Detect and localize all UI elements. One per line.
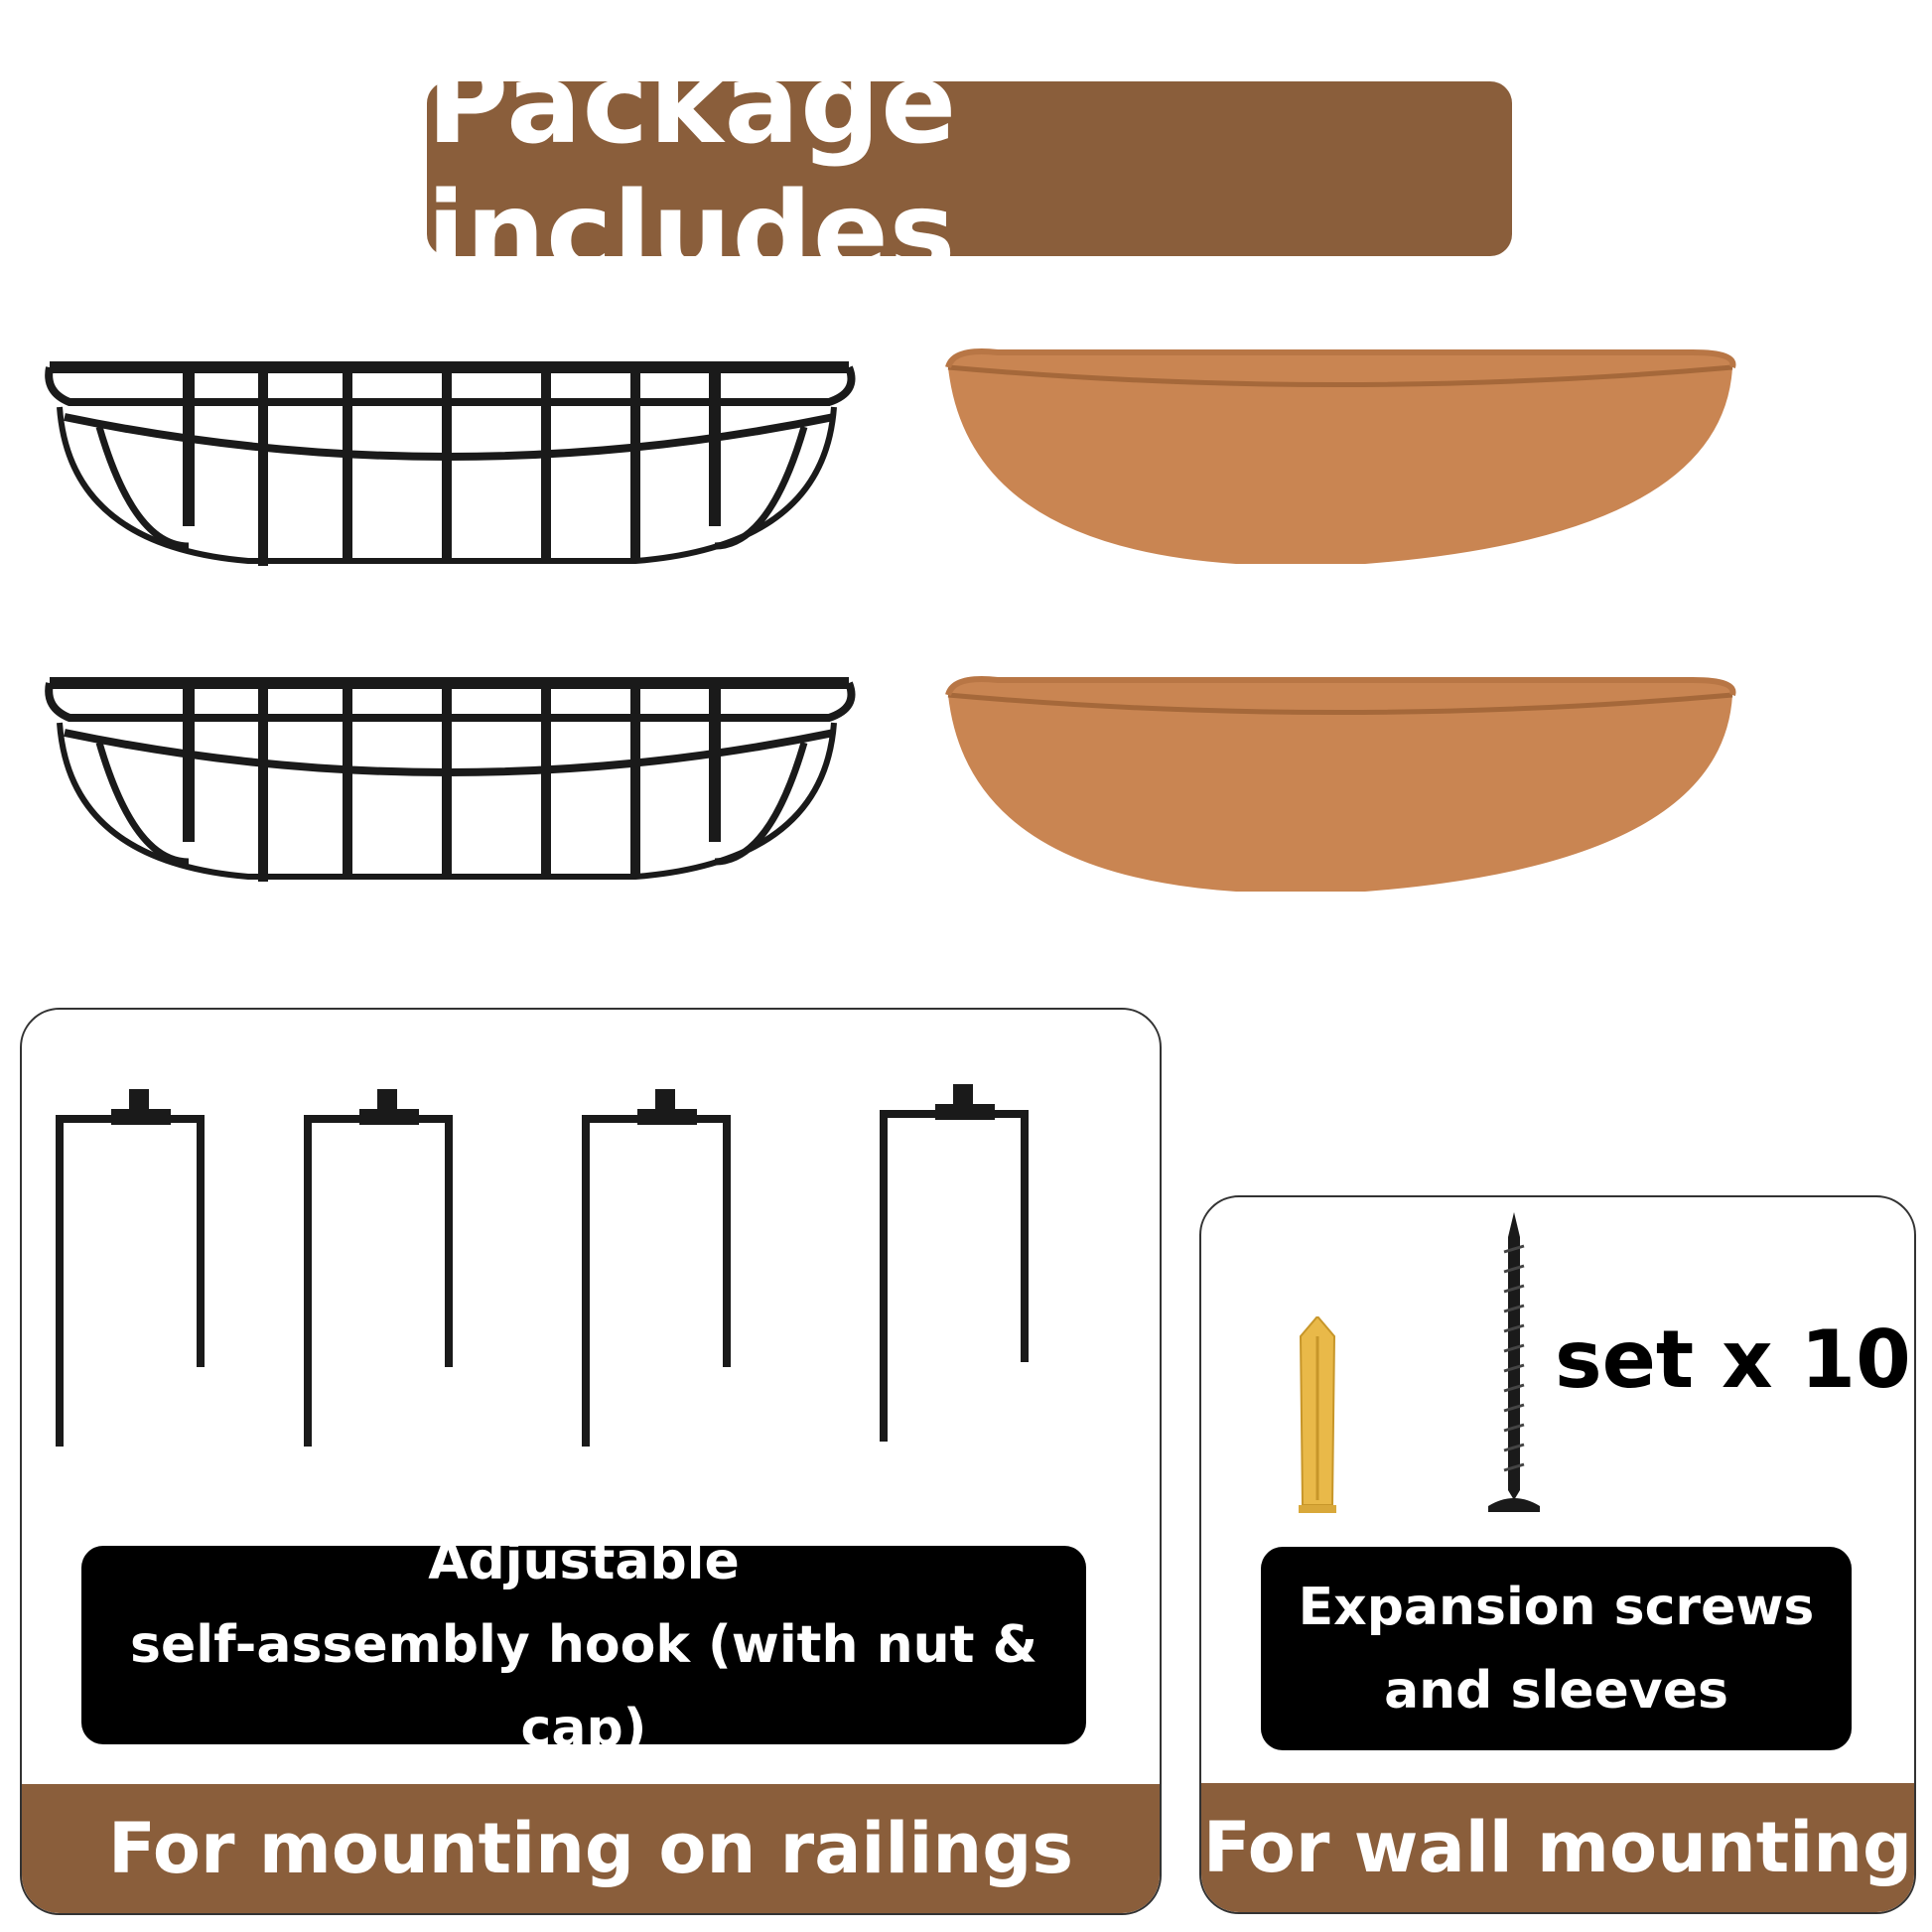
hook-caption: Adjustable self-assembly hook (with nut … xyxy=(81,1532,1086,1758)
screws-caption: Expansion screws and sleeves xyxy=(1261,1547,1852,1750)
screws-caption-line2: and sleeves xyxy=(1384,1660,1728,1721)
railing-mount-panel: Adjustable self-assembly hook (with nut … xyxy=(20,1008,1162,1915)
wall-footer: For wall mounting xyxy=(1201,1783,1914,1912)
wire-basket-icon xyxy=(45,677,856,882)
hook-icon xyxy=(880,1084,1029,1442)
coco-liner-icon xyxy=(945,676,1736,892)
coco-liner-icon xyxy=(945,348,1736,564)
screws-caption-line1: Expansion screws xyxy=(1298,1577,1815,1637)
hook-icon xyxy=(304,1089,453,1447)
hook-icon xyxy=(582,1089,731,1447)
wall-mount-panel: Expansion screws and sleeves For wall mo… xyxy=(1199,1195,1916,1914)
set-count-label: set x 10 xyxy=(1555,1313,1911,1406)
wire-basket-icon xyxy=(45,361,856,566)
title-banner: Package includes xyxy=(427,40,1512,298)
hook-caption-line1: Adjustable xyxy=(428,1532,740,1591)
railing-footer: For mounting on railings xyxy=(22,1784,1160,1913)
page-title: Package includes xyxy=(427,40,958,298)
hook-caption-line2: self-assembly hook (with nut & cap) xyxy=(130,1615,1037,1758)
screw-icon xyxy=(1488,1212,1540,1512)
hook-icon xyxy=(56,1089,205,1447)
sleeve-icon xyxy=(1299,1316,1336,1513)
